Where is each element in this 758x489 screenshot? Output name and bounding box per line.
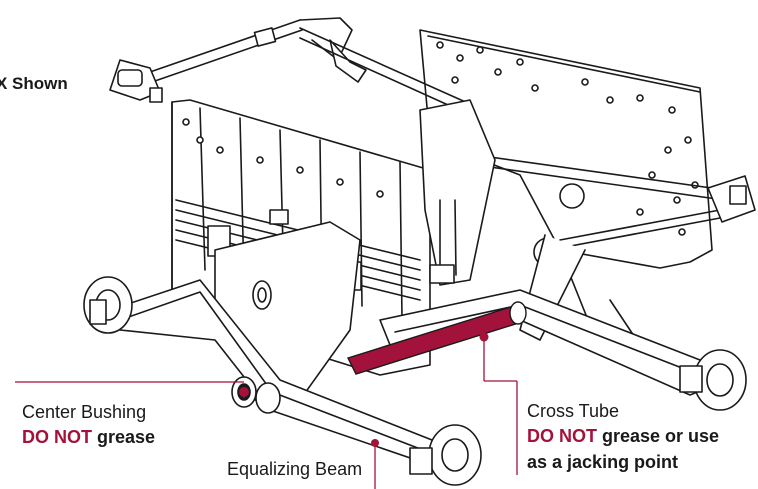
view-note: X Shown <box>0 74 68 93</box>
center-bushing-title: Center Bushing <box>22 402 147 422</box>
callout-leaders <box>15 332 518 489</box>
center-bushing-warning: DO NOT grease <box>22 427 156 447</box>
cross-tube-warning-line2: as a jacking point <box>527 452 679 472</box>
beam-end-bushings <box>83 276 747 486</box>
equalizing-beam-label: Equalizing Beam <box>227 459 363 479</box>
lateral-rod <box>439 149 756 267</box>
cross-tube-title: Cross Tube <box>527 401 620 421</box>
upper-torque-rods <box>109 17 471 115</box>
cross-tube-warning: DO NOT grease or use <box>527 426 720 446</box>
cross-tube <box>347 301 527 375</box>
